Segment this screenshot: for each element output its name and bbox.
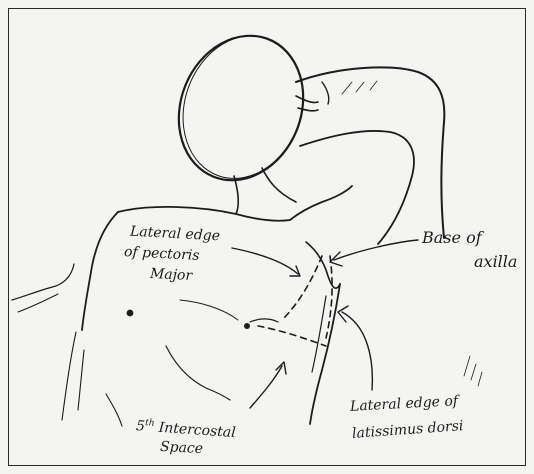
arrow-base-axilla — [334, 240, 418, 260]
axilla-hollow — [306, 242, 340, 288]
label-base-axilla-line2: axilla — [474, 254, 517, 270]
pectoralis-dashed-line — [282, 256, 322, 320]
right-flank-hatch — [464, 356, 482, 386]
neck-left — [234, 176, 238, 214]
chest-line — [180, 300, 238, 320]
arm-inner — [300, 131, 414, 244]
neck-right — [262, 168, 296, 202]
intercostal-superscript: th — [145, 418, 155, 429]
arrow-pectoralis — [232, 248, 298, 274]
left-arm-line — [12, 264, 74, 300]
arm-elbow — [322, 82, 329, 104]
arm-outer — [296, 67, 444, 238]
arrow-latissimus — [342, 312, 372, 390]
latissimus-dashed-line — [326, 256, 332, 338]
label-intercostal-line2: Space — [160, 439, 204, 457]
shoulder-right — [290, 186, 352, 220]
intercostal-dashed-line — [258, 326, 326, 346]
left-flank — [62, 332, 84, 420]
right-nipple — [244, 323, 250, 329]
arrow-intercostal — [250, 366, 282, 408]
left-nipple — [127, 310, 134, 317]
label-base-axilla-line1: Base of — [422, 230, 482, 246]
arrow-nipple-tick — [250, 319, 278, 322]
head-outline-retrace — [164, 19, 323, 196]
label-pectoralis-line3: Major — [150, 266, 193, 284]
shoulder-left — [118, 207, 290, 221]
chest-contour — [166, 346, 230, 400]
hand-behind-head — [296, 96, 318, 111]
forearm-shade — [342, 81, 377, 94]
left-trunk-edge — [82, 212, 118, 330]
lower-left-line — [106, 394, 122, 426]
